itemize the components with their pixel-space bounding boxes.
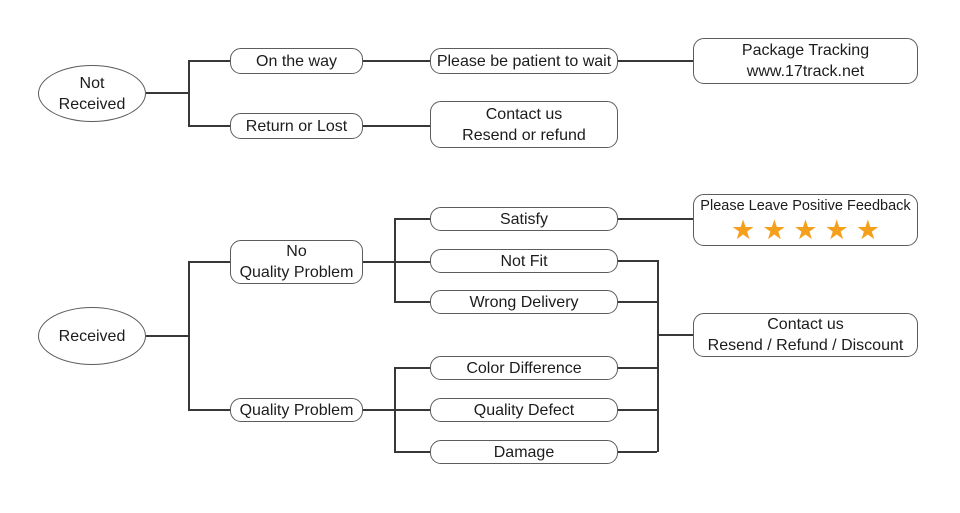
connector-line [394, 218, 396, 303]
node-not-received: Not Received [38, 65, 146, 122]
node-no-quality-problem: No Quality Problem [230, 240, 363, 284]
node-not-fit: Not Fit [430, 249, 618, 273]
connector-line [618, 409, 657, 411]
connector-line [188, 60, 190, 126]
connector-line [618, 301, 657, 303]
node-color-difference-label: Color Difference [466, 359, 582, 377]
connector-line [363, 60, 430, 62]
connector-line [363, 409, 430, 411]
node-contact-discount: Contact us Resend / Refund / Discount [693, 313, 918, 357]
connector-line [618, 451, 657, 453]
node-quality-problem-label: Quality Problem [239, 401, 354, 419]
connector-line [146, 92, 188, 94]
node-contact-discount-label: Contact us Resend / Refund / Discount [707, 316, 904, 354]
connector-line [657, 334, 693, 336]
connector-line [394, 218, 430, 220]
connector-line [618, 367, 657, 369]
node-damage-label: Damage [493, 443, 555, 461]
node-return-or-lost-label: Return or Lost [245, 117, 348, 135]
node-on-the-way-label: On the way [256, 52, 337, 70]
connector-line [394, 451, 430, 453]
node-please-be-patient: Please be patient to wait [430, 48, 618, 74]
node-satisfy-label: Satisfy [499, 210, 548, 228]
node-no-quality-problem-label: No Quality Problem [239, 243, 354, 281]
node-contact-resend-refund: Contact us Resend or refund [430, 101, 618, 148]
node-return-or-lost: Return or Lost [230, 113, 363, 139]
connector-line [188, 261, 190, 410]
connector-line [394, 301, 430, 303]
connector-line [363, 261, 430, 263]
node-on-the-way: On the way [230, 48, 363, 74]
connector-line [188, 125, 230, 127]
node-positive-feedback: Please Leave Positive Feedback ★★★★★ [693, 194, 918, 246]
connector-line [188, 60, 230, 62]
connector-line [618, 260, 657, 262]
node-not-received-label: Not Received [58, 74, 126, 113]
node-wrong-delivery-label: Wrong Delivery [469, 293, 579, 311]
connector-line [363, 125, 430, 127]
connector-line [146, 335, 188, 337]
node-quality-problem: Quality Problem [230, 398, 363, 422]
node-package-tracking-label: Package Tracking www.17track.net [741, 42, 870, 80]
node-received: Received [38, 307, 146, 365]
node-not-fit-label: Not Fit [500, 252, 548, 270]
connector-line [188, 409, 230, 411]
connector-line [618, 218, 693, 220]
node-package-tracking: Package Tracking www.17track.net [693, 38, 918, 84]
node-received-label: Received [58, 327, 126, 345]
connector-line [394, 367, 430, 369]
node-positive-feedback-label: Please Leave Positive Feedback [700, 198, 911, 214]
connector-line [618, 60, 693, 62]
node-damage: Damage [430, 440, 618, 464]
node-satisfy: Satisfy [430, 207, 618, 231]
node-color-difference: Color Difference [430, 356, 618, 380]
node-quality-defect: Quality Defect [430, 398, 618, 422]
node-quality-defect-label: Quality Defect [473, 401, 575, 419]
connector-line [188, 261, 230, 263]
connector-line [657, 260, 659, 452]
node-wrong-delivery: Wrong Delivery [430, 290, 618, 314]
node-please-be-patient-label: Please be patient to wait [436, 52, 612, 70]
connector-line [394, 367, 396, 452]
node-contact-resend-refund-label: Contact us Resend or refund [462, 105, 586, 144]
star-rating-icons: ★★★★★ [730, 215, 888, 245]
